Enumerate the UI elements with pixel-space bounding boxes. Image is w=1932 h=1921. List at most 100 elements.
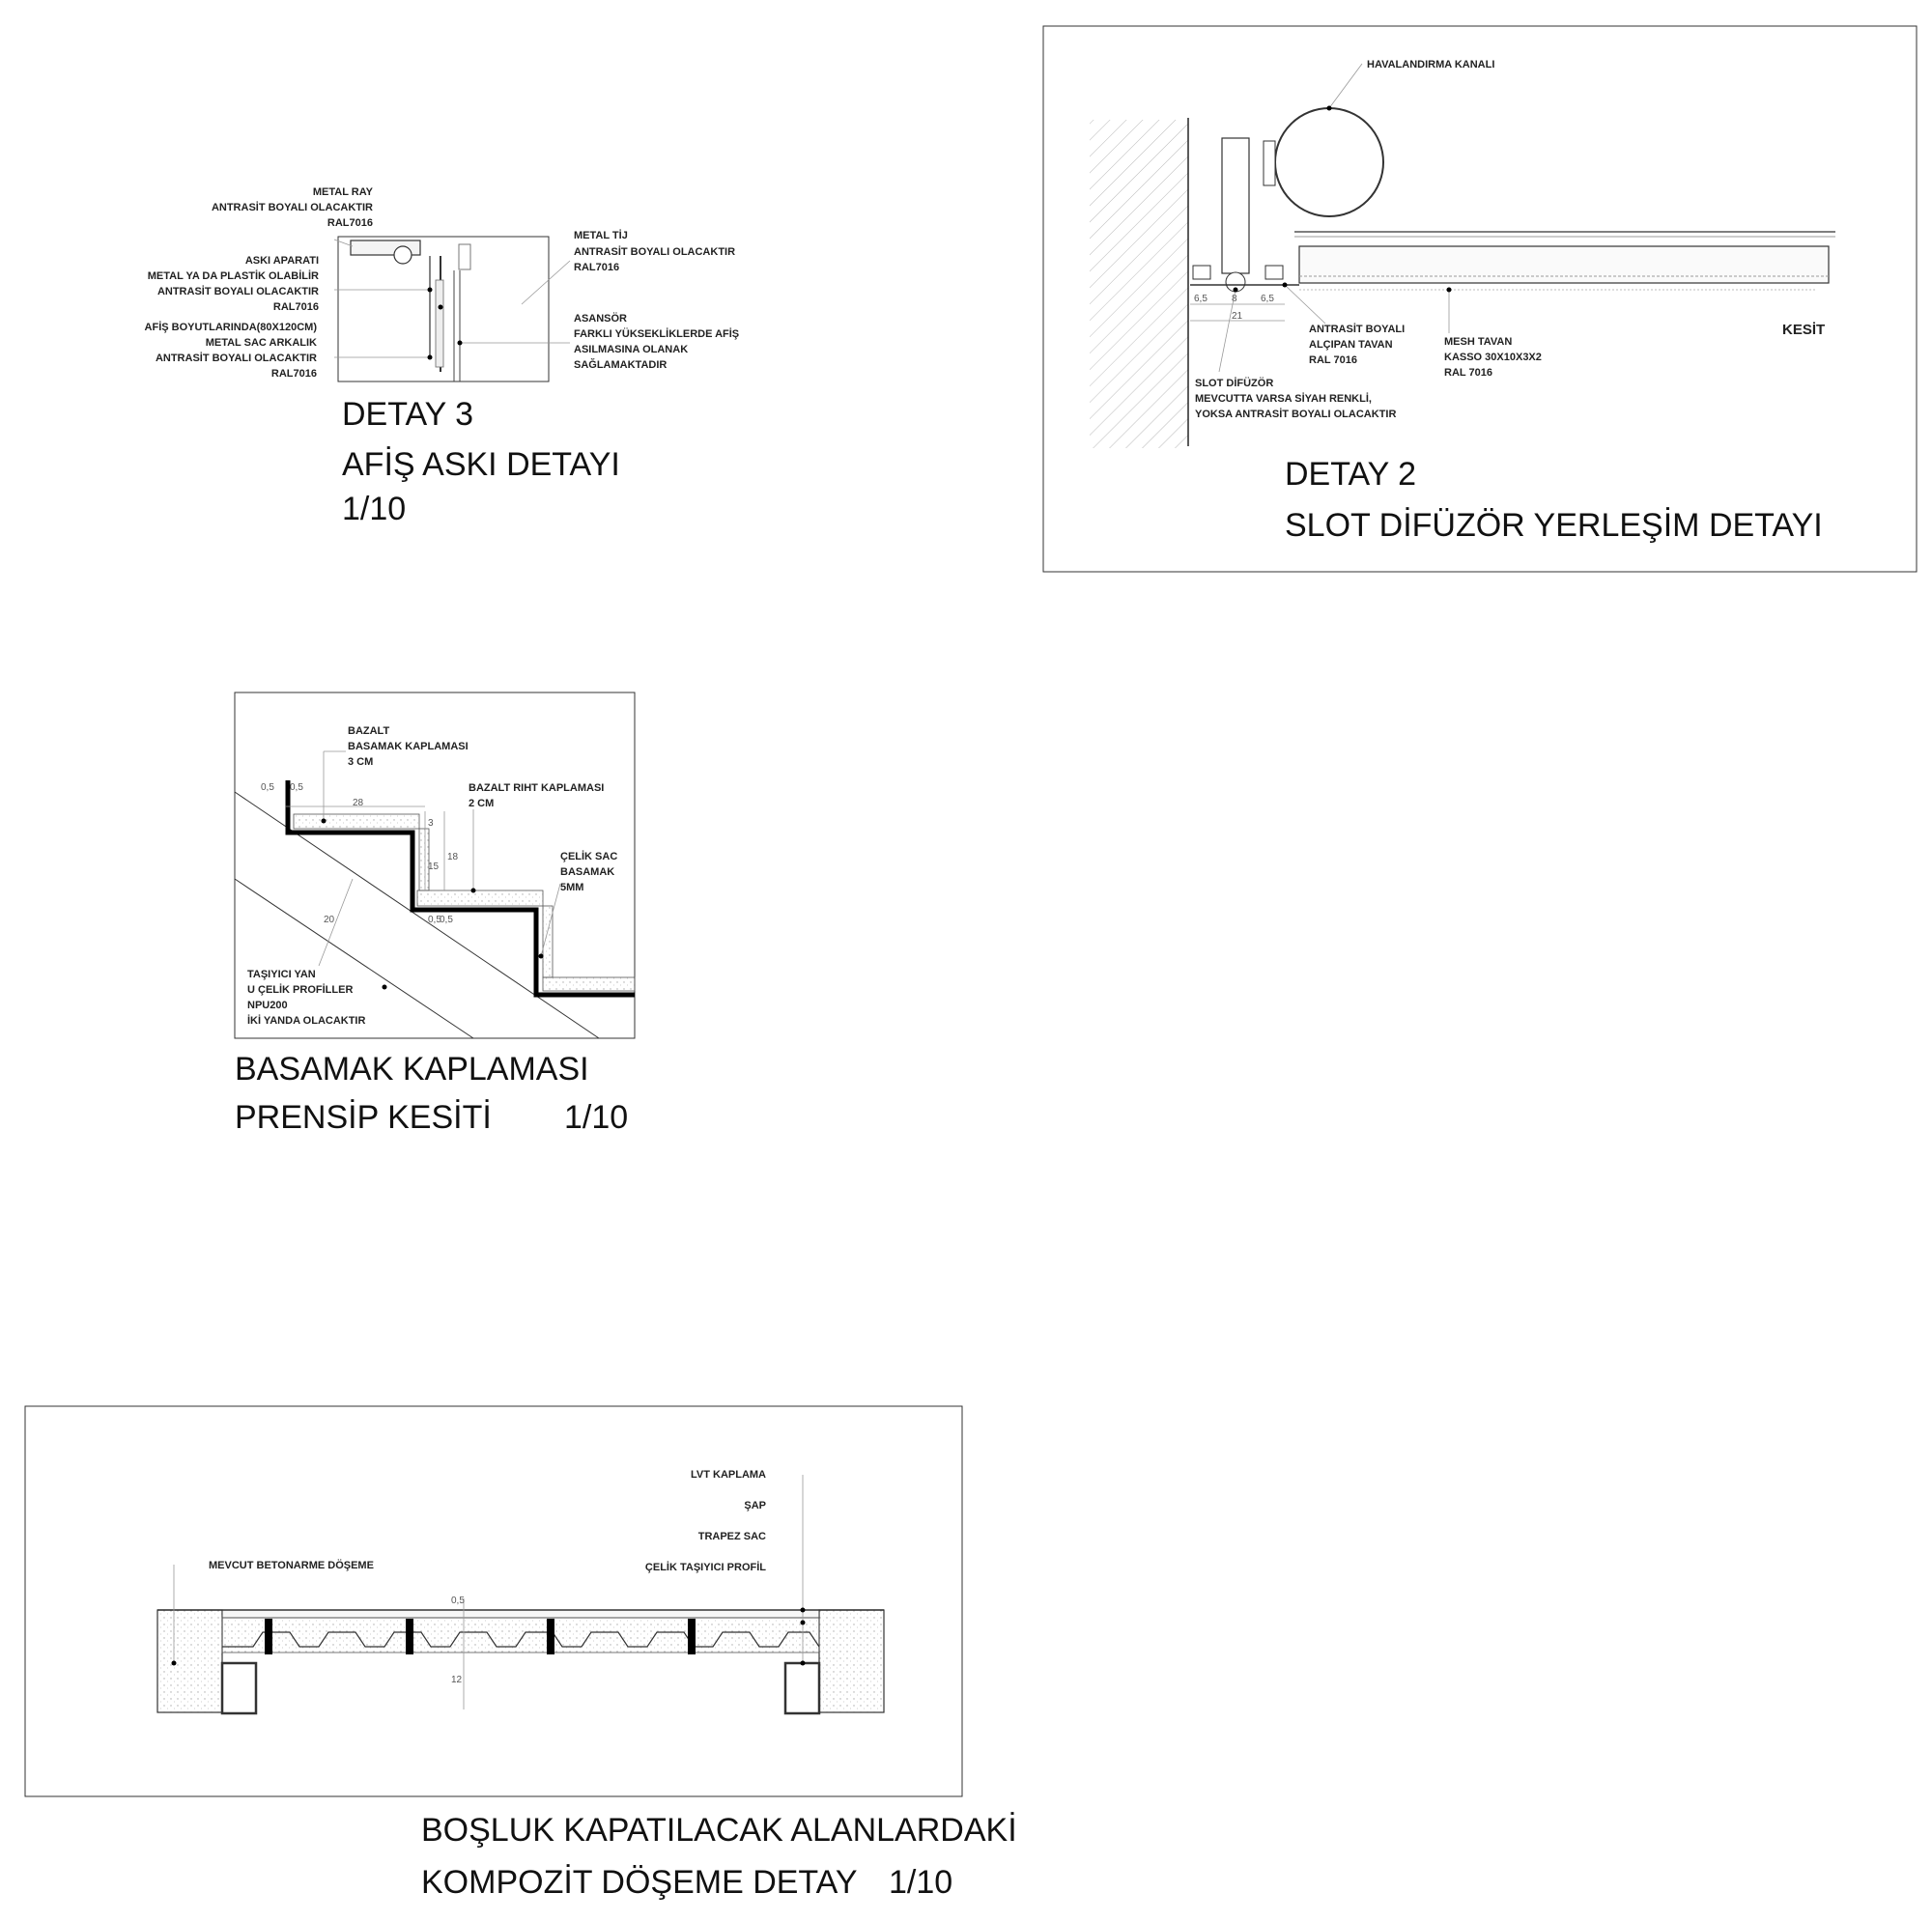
d2-label: ANTRASİT BOYALI bbox=[1309, 323, 1405, 335]
d3-label: METAL TİJ bbox=[574, 229, 628, 241]
stair-dim: 0,5 bbox=[428, 915, 441, 925]
leader-dot bbox=[538, 953, 544, 959]
d2-label: RAL 7016 bbox=[1444, 367, 1492, 379]
leader-dot bbox=[1233, 287, 1238, 293]
mesh-ceiling bbox=[1298, 245, 1830, 284]
stair-frame bbox=[234, 692, 636, 1039]
d3-subtitle: AFİŞ ASKI DETAYI bbox=[342, 446, 620, 483]
leader-dot bbox=[438, 304, 443, 310]
d3-label: ASILMASINA OLANAK bbox=[574, 344, 688, 355]
floor-dim: 12 bbox=[451, 1675, 463, 1685]
d3-label: METAL RAY bbox=[313, 186, 374, 198]
d2-title: DETAY 2 bbox=[1285, 456, 1416, 493]
stair-dim: 3 bbox=[428, 818, 434, 829]
d3-label: AFİŞ BOYUTLARINDA(80X120CM) bbox=[145, 321, 318, 333]
stair-label: ÇELİK SAC bbox=[560, 850, 617, 862]
detail2-frame bbox=[1042, 25, 1918, 573]
stair-subtitle: PRENSİP KESİTİ bbox=[235, 1099, 492, 1136]
ventilation-duct-icon bbox=[1274, 107, 1384, 217]
leader-dot bbox=[800, 1620, 806, 1625]
stair-dim: 20 bbox=[324, 915, 335, 925]
u-profile-box bbox=[783, 1661, 821, 1715]
stair-label: NPU200 bbox=[247, 1000, 288, 1011]
stair-label: U ÇELİK PROFİLLER bbox=[247, 983, 353, 996]
d2-dim: 8 bbox=[1232, 294, 1237, 304]
leader-dot bbox=[382, 984, 387, 990]
leader bbox=[1328, 63, 1363, 109]
leader-dot bbox=[321, 818, 327, 824]
stair-drawing: 0,5 0,5 28 3 18 15 0,5 0,5 20 BAZALT BAS… bbox=[234, 692, 636, 1136]
screed-layer bbox=[221, 1617, 820, 1653]
stair-dim: 0,5 bbox=[440, 915, 453, 925]
leader-dot bbox=[1446, 287, 1452, 293]
d3-title: DETAY 3 bbox=[342, 396, 473, 433]
leader bbox=[1218, 289, 1236, 373]
lvt-layer bbox=[221, 1609, 820, 1619]
u-profile-box bbox=[220, 1661, 258, 1715]
d2-label: ALÇIPAN TAVAN bbox=[1309, 339, 1393, 351]
leader bbox=[1284, 284, 1326, 325]
leader-dot bbox=[427, 287, 433, 293]
leader bbox=[333, 239, 354, 247]
stair-label: 2 CM bbox=[469, 798, 494, 809]
steel-profile bbox=[265, 1619, 272, 1654]
steel-step-profile bbox=[285, 780, 635, 998]
ceiling-edge bbox=[1192, 265, 1211, 280]
tread-cladding bbox=[542, 976, 636, 992]
steel-profile bbox=[688, 1619, 696, 1654]
leader-dot bbox=[171, 1660, 177, 1666]
stair-title: BASAMAK KAPLAMASI bbox=[235, 1051, 589, 1088]
d2-subtitle: SLOT DİFÜZÖR YERLEŞİM DETAYI bbox=[1285, 507, 1823, 544]
d2-label: YOKSA ANTRASİT BOYALI OLACAKTIR bbox=[1195, 408, 1396, 420]
stair-label: 5MM bbox=[560, 882, 583, 893]
d3-label: RAL7016 bbox=[574, 262, 619, 273]
d3-label: METAL SAC ARKALIK bbox=[206, 337, 317, 349]
floor-subtitle: KOMPOZİT DÖŞEME DETAY bbox=[421, 1864, 858, 1901]
floor-label: ŞAP bbox=[744, 1500, 766, 1511]
d3-label: METAL YA DA PLASTİK OLABİLİR bbox=[148, 269, 319, 282]
d2-label: HAVALANDIRMA KANALI bbox=[1367, 59, 1494, 71]
stair-dim: 15 bbox=[428, 862, 440, 872]
riser-cladding bbox=[542, 905, 554, 978]
stair-label: BASAMAK bbox=[560, 866, 614, 878]
leader-dot bbox=[470, 888, 476, 893]
d3-label: FARKLI YÜKSEKLİKLERDE AFİŞ bbox=[574, 327, 739, 340]
stair-label: TAŞIYICI YAN bbox=[247, 969, 316, 980]
detail2-drawing: 6,5 8 6,5 21 HAVALANDIRMA KANALI ANTRASİ… bbox=[1042, 25, 1918, 573]
floor-label: TRAPEZ SAC bbox=[698, 1531, 766, 1542]
d2-label: MESH TAVAN bbox=[1444, 336, 1512, 348]
stair-label: BASAMAK KAPLAMASI bbox=[348, 741, 469, 752]
leader-dot bbox=[800, 1660, 806, 1666]
d3-label: RAL7016 bbox=[327, 217, 373, 229]
d2-dim: 6,5 bbox=[1194, 294, 1208, 304]
leader-dot bbox=[1282, 282, 1288, 288]
floor-dim: 0,5 bbox=[451, 1596, 465, 1606]
d2-dim: 6,5 bbox=[1261, 294, 1274, 304]
stair-label: BAZALT bbox=[348, 725, 389, 737]
d3-label: RAL7016 bbox=[273, 301, 319, 313]
steel-profile bbox=[406, 1619, 413, 1654]
stair-dim: 18 bbox=[447, 852, 459, 862]
d2-dim: 21 bbox=[1232, 311, 1243, 322]
leader bbox=[521, 260, 571, 305]
leader-dot bbox=[800, 1607, 806, 1613]
stringer-line bbox=[234, 878, 474, 1039]
d3-label: SAĞLAMAKTADIR bbox=[574, 358, 667, 371]
d2-label: KASSO 30X10X3X2 bbox=[1444, 352, 1542, 363]
d3-label: ASKI APARATI bbox=[245, 255, 319, 267]
leader-dot bbox=[457, 340, 463, 346]
d3-scale: 1/10 bbox=[342, 491, 406, 527]
existing-slab-right bbox=[818, 1609, 885, 1713]
leader bbox=[540, 883, 561, 957]
stair-dim: 0,5 bbox=[261, 782, 274, 793]
floor-label: MEVCUT BETONARME DÖŞEME bbox=[209, 1559, 374, 1571]
existing-wall bbox=[1090, 120, 1188, 448]
floor-scale: 1/10 bbox=[889, 1864, 952, 1901]
tread-cladding bbox=[293, 813, 420, 830]
existing-slab-left bbox=[156, 1609, 223, 1713]
detail3-drawing: METAL RAY ANTRASİT BOYALI OLACAKTIR RAL7… bbox=[145, 186, 740, 527]
stair-dim: 28 bbox=[353, 798, 364, 808]
d3-label: ANTRASİT BOYALI OLACAKTIR bbox=[157, 285, 319, 297]
stair-label: İKİ YANDA OLACAKTIR bbox=[247, 1014, 365, 1027]
